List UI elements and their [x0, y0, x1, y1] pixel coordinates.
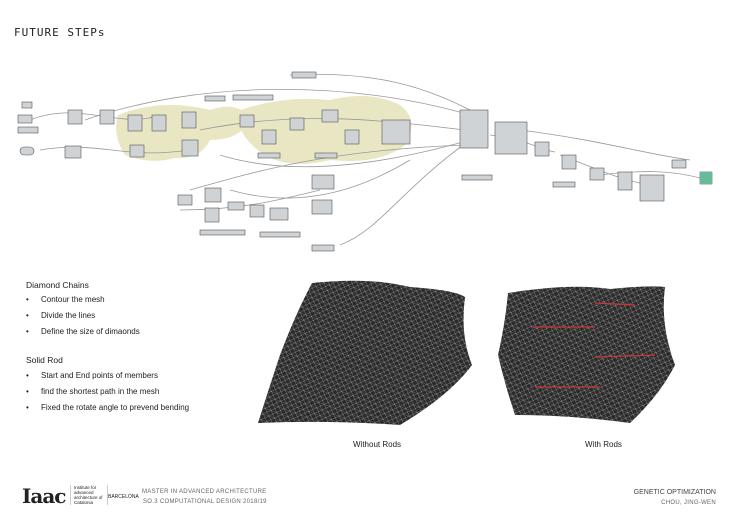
diamond-chains-heading: Diamond Chains	[26, 280, 89, 290]
institute-name: Institute for advanced architecture of C…	[70, 485, 108, 505]
caption-with-rods: With Rods	[585, 440, 622, 449]
author: CHOU, JING-WEN	[661, 500, 716, 506]
caption-without-rods: Without Rods	[353, 440, 402, 449]
group-blob	[116, 105, 251, 161]
rods	[533, 302, 656, 388]
mesh-without-rods	[258, 280, 472, 425]
program: MASTER IN ADVANCED ARCHITECTURE	[142, 489, 267, 495]
slide-title: FUTURE STEPs	[14, 26, 106, 39]
city: BARCELONA	[108, 494, 139, 500]
group-blob	[235, 96, 412, 164]
solid-rod-heading: Solid Rod	[26, 355, 63, 365]
course: SO.3 COMPUTATIONAL DESIGN 2018/19	[143, 499, 267, 505]
grasshopper-definition	[17, 71, 713, 252]
mesh-with-rods	[498, 286, 675, 423]
output-node	[700, 172, 712, 184]
project-title: GENETIC OPTIMIZATION	[633, 489, 716, 496]
iaac-logo: Iaac	[22, 484, 66, 508]
mesh-renders	[258, 280, 675, 425]
